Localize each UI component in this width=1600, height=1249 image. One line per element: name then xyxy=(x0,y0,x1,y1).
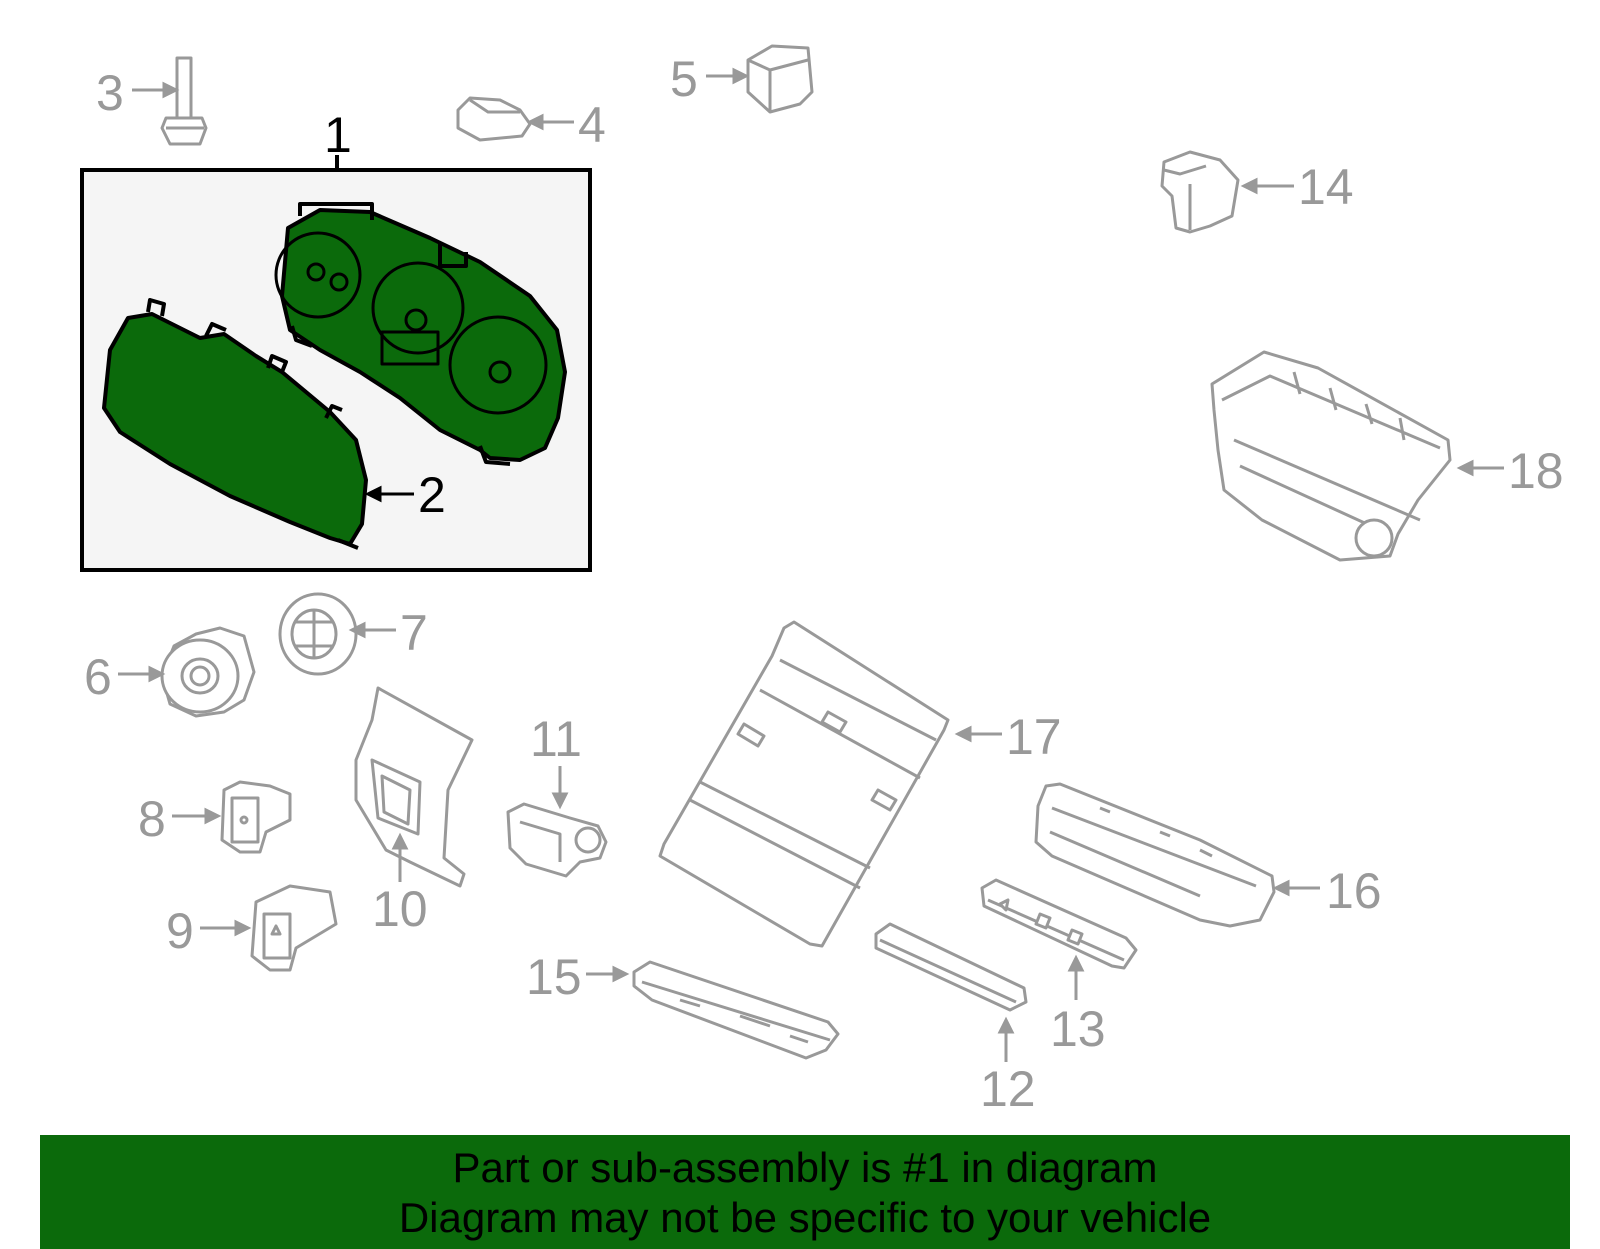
callout-16: 16 xyxy=(1326,863,1382,919)
footer-banner: Part or sub-assembly is #1 in diagram Di… xyxy=(40,1135,1570,1249)
part-7-ring xyxy=(278,592,358,676)
callout-2: 2 xyxy=(418,467,446,523)
part-12-trim-strip xyxy=(874,922,1028,1012)
callout-5: 5 xyxy=(670,51,698,107)
footer-line-1: Part or sub-assembly is #1 in diagram xyxy=(452,1144,1158,1191)
part-8-switch xyxy=(220,780,292,854)
part-16-climate-control xyxy=(1034,782,1276,928)
callout-18: 18 xyxy=(1508,443,1564,499)
part-4-clip xyxy=(456,96,532,142)
callout-14: 14 xyxy=(1298,159,1354,215)
callout-7: 7 xyxy=(400,605,428,661)
part-6-knob xyxy=(160,626,256,718)
callout-10: 10 xyxy=(372,881,428,937)
part-10-panel xyxy=(354,686,474,888)
part-9-switch xyxy=(250,884,338,972)
part-15-control-strip xyxy=(632,960,840,1060)
callout-13: 13 xyxy=(1050,1001,1106,1057)
leader-arrows xyxy=(118,67,1504,1062)
part-17-bracket xyxy=(658,620,950,948)
leader-arrow-2 xyxy=(364,485,414,503)
part-11-connector xyxy=(506,802,608,878)
part-5-block xyxy=(746,44,814,114)
callout-15: 15 xyxy=(526,949,582,1005)
callout-9: 9 xyxy=(166,903,194,959)
callout-8: 8 xyxy=(138,791,166,847)
part-18-airbag xyxy=(1210,350,1452,562)
part-1-instrument-cluster[interactable] xyxy=(274,202,567,466)
callout-12: 12 xyxy=(980,1061,1036,1117)
callout-3: 3 xyxy=(96,65,124,121)
callout-1: 1 xyxy=(324,107,352,163)
callout-4: 4 xyxy=(578,97,606,153)
part-14-bracket xyxy=(1160,150,1240,234)
other-parts-line-art xyxy=(160,44,1452,1060)
part-2-cluster-lens[interactable] xyxy=(102,298,368,550)
callout-17: 17 xyxy=(1006,709,1062,765)
part-3-bolt xyxy=(160,56,208,146)
callout-11: 11 xyxy=(530,711,582,767)
footer-line-2: Diagram may not be specific to your vehi… xyxy=(398,1194,1212,1241)
part-13-switch-panel xyxy=(980,878,1138,970)
callout-6: 6 xyxy=(84,649,112,705)
